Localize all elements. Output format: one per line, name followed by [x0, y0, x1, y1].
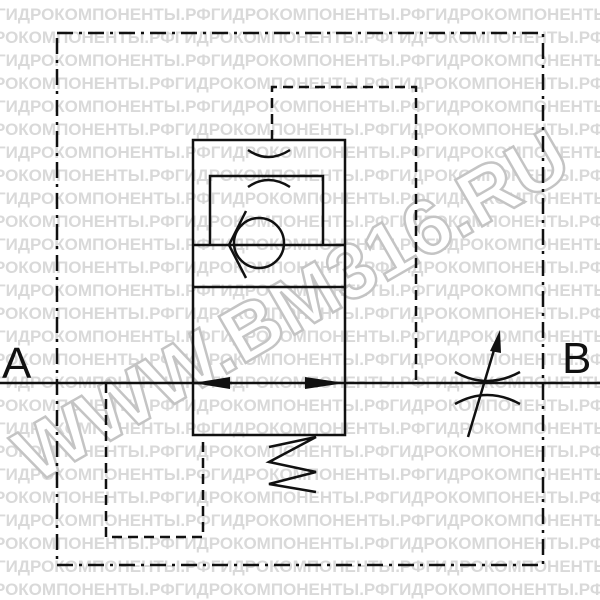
watermark-tile-row: ГИДРОКОМПОНЕНТЫ.РФГИДРОКОМПОНЕНТЫ.РФГИДР…	[0, 488, 600, 507]
watermark-tile-row: ГИДРОКОМПОНЕНТЫ.РФГИДРОКОМПОНЕНТЫ.РФГИДР…	[0, 74, 600, 93]
watermark-tile-layer: ГИДРОКОМПОНЕНТЫ.РФГИДРОКОМПОНЕНТЫ.РФГИДР…	[0, 5, 600, 599]
watermark-tile-row: ГИДРОКОМПОНЕНТЫ.РФГИДРОКОМПОНЕНТЫ.РФГИДР…	[0, 350, 600, 369]
throttle-lower-arc-icon	[454, 393, 521, 406]
watermark-tile-row: ГИДРОКОМПОНЕНТЫ.РФГИДРОКОМПОНЕНТЫ.РФГИДР…	[0, 327, 600, 346]
spring-icon	[265, 435, 317, 494]
flow-arrow-right-icon	[305, 377, 345, 389]
orifice-bottom-icon	[247, 178, 291, 189]
watermark-tile-row: ГИДРОКОМПОНЕНТЫ.РФГИДРОКОМПОНЕНТЫ.РФГИДР…	[0, 534, 600, 553]
watermark-tile-row: ГИДРОКОМПОНЕНТЫ.РФГИДРОКОМПОНЕНТЫ.РФГИДР…	[0, 258, 600, 277]
adjustable-arrow-icon	[490, 330, 501, 353]
watermark-tile-row: ГИДРОКОМПОНЕНТЫ.РФГИДРОКОМПОНЕНТЫ.РФГИДР…	[0, 28, 600, 47]
enclosure-boundary	[55, 31, 545, 567]
throttle-upper-arc-icon	[454, 370, 521, 383]
watermark-tile-row: ГИДРОКОМПОНЕНТЫ.РФГИДРОКОМПОНЕНТЫ.РФГИДР…	[0, 580, 600, 599]
adjustable-arrow-shaft	[466, 339, 499, 438]
watermark-tile-row: ГИДРОКОМПОНЕНТЫ.РФГИДРОКОМПОНЕНТЫ.РФГИДР…	[0, 5, 600, 24]
port-b-label: B	[562, 334, 591, 383]
flow-arrow-left-icon	[193, 377, 230, 389]
check-valve-ball-icon	[232, 216, 286, 270]
watermark-tile-row: ГИДРОКОМПОНЕНТЫ.РФГИДРОКОМПОНЕНТЫ.РФГИДР…	[0, 419, 600, 438]
orifice-top-icon	[247, 148, 291, 159]
watermark-tile-row: ГИДРОКОМПОНЕНТЫ.РФГИДРОКОМПОНЕНТЫ.РФГИДР…	[0, 189, 600, 208]
watermark-tile-row: ГИДРОКОМПОНЕНТЫ.РФГИДРОКОМПОНЕНТЫ.РФГИДР…	[0, 465, 600, 484]
watermark-tile-row: ГИДРОКОМПОНЕНТЫ.РФГИДРОКОМПОНЕНТЫ.РФГИДР…	[0, 396, 600, 415]
watermark-tile-row: ГИДРОКОМПОНЕНТЫ.РФГИДРОКОМПОНЕНТЫ.РФГИДР…	[0, 51, 600, 70]
watermark-tile-row: ГИДРОКОМПОНЕНТЫ.РФГИДРОКОМПОНЕНТЫ.РФГИДР…	[0, 557, 600, 576]
watermark-tile-row: ГИДРОКОМПОНЕНТЫ.РФГИДРОКОМПОНЕНТЫ.РФГИДР…	[0, 120, 600, 139]
watermark-tile-row: ГИДРОКОМПОНЕНТЫ.РФГИДРОКОМПОНЕНТЫ.РФГИДР…	[0, 281, 600, 300]
watermark-tile-row: ГИДРОКОМПОНЕНТЫ.РФГИДРОКОМПОНЕНТЫ.РФГИДР…	[0, 97, 600, 116]
watermark-tile-row: ГИДРОКОМПОНЕНТЫ.РФГИДРОКОМПОНЕНТЫ.РФГИДР…	[0, 143, 600, 162]
watermark-tile-row: ГИДРОКОМПОНЕНТЫ.РФГИДРОКОМПОНЕНТЫ.РФГИДР…	[0, 511, 600, 530]
watermark-tile-row: ГИДРОКОМПОНЕНТЫ.РФГИДРОКОМПОНЕНТЫ.РФГИДР…	[0, 304, 600, 323]
internal-bypass-line	[208, 174, 325, 245]
watermark-tile-row: ГИДРОКОМПОНЕНТЫ.РФГИДРОКОМПОНЕНТЫ.РФГИДР…	[0, 442, 600, 461]
pilot-line-upper	[270, 85, 418, 383]
watermark-tile-row: ГИДРОКОМПОНЕНТЫ.РФГИДРОКОМПОНЕНТЫ.РФГИДР…	[0, 212, 600, 231]
port-a-label: A	[2, 339, 32, 388]
check-valve-seat-icon	[227, 210, 248, 279]
